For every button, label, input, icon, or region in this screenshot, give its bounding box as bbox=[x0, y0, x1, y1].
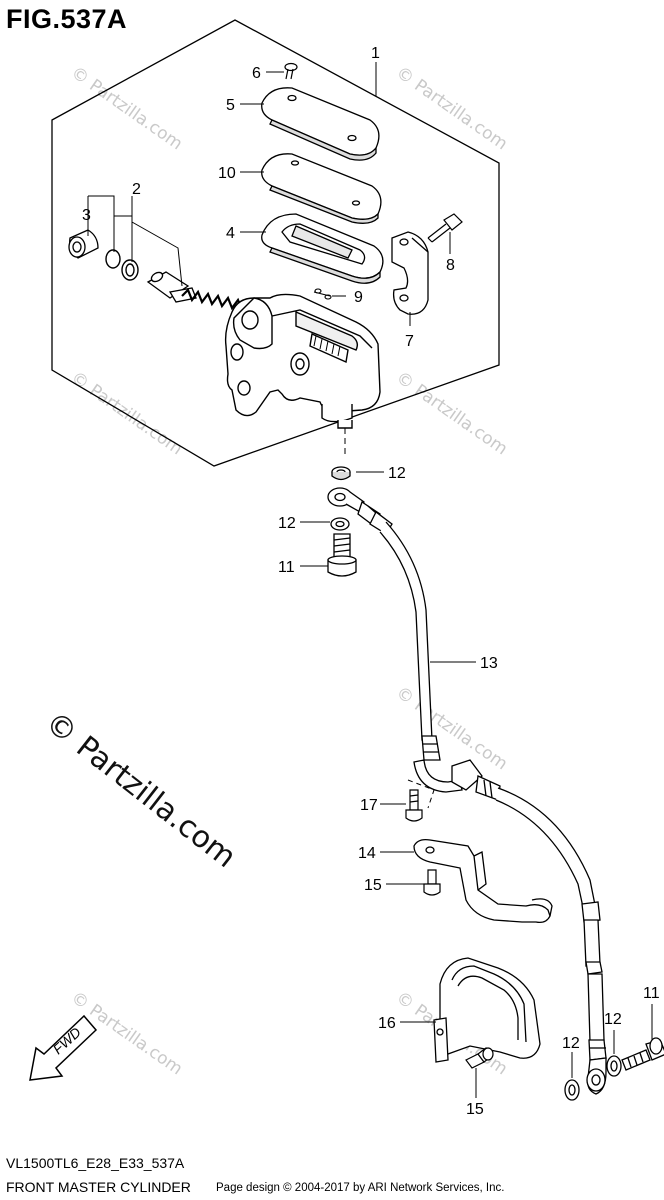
callout-14: 14 bbox=[358, 845, 376, 862]
piston-spring-part bbox=[146, 271, 244, 311]
diaphragm-plate-part bbox=[261, 153, 382, 224]
watermark-text: © Partzilla.com bbox=[392, 63, 511, 155]
watermark-text: © Partzilla.com bbox=[67, 63, 186, 155]
bracket-14-part bbox=[413, 838, 553, 924]
callout-labels: 1 2 3 4 5 6 7 8 9 10 11 11 12 12 12 12 1… bbox=[82, 45, 660, 1118]
reservoir-cap-part bbox=[261, 87, 380, 161]
dust-boot-part bbox=[68, 229, 99, 259]
assembly-outline bbox=[51, 19, 500, 467]
callout-15-lower: 15 bbox=[466, 1101, 484, 1118]
figure-title: FIG.537A bbox=[6, 4, 128, 34]
callout-12-lower-left: 12 bbox=[562, 1035, 580, 1052]
washer-12-lower-right-part bbox=[606, 1055, 622, 1077]
master-cylinder-body-part bbox=[224, 293, 381, 455]
callout-11-lower: 11 bbox=[643, 985, 660, 1002]
bolt-15-lower-part bbox=[465, 1047, 494, 1069]
leader-lines bbox=[87, 62, 653, 1098]
washer-12-lower-left-part bbox=[564, 1079, 580, 1101]
figure-description: FRONT MASTER CYLINDER bbox=[6, 1179, 191, 1195]
brake-hose-13-part bbox=[327, 487, 607, 1095]
watermark-text: © Partzilla.com bbox=[392, 683, 511, 775]
callout-2: 2 bbox=[132, 181, 141, 198]
callout-15-upper: 15 bbox=[364, 877, 382, 894]
banjo-bolt-11-upper-part bbox=[327, 533, 357, 577]
callout-12-lower-right: 12 bbox=[604, 1011, 622, 1028]
washer-12-mid-part bbox=[330, 517, 350, 531]
hose-guide-16-part bbox=[433, 957, 541, 1063]
callout-13: 13 bbox=[480, 655, 498, 672]
copyright-notice: Page design © 2004-2017 by ARI Network S… bbox=[216, 1182, 505, 1194]
callout-16: 16 bbox=[378, 1015, 396, 1032]
fwd-arrow-icon: FWD bbox=[29, 1014, 98, 1081]
callout-12-mid: 12 bbox=[278, 515, 296, 532]
clamp-bolt-part bbox=[427, 213, 463, 243]
callout-5: 5 bbox=[226, 97, 235, 114]
callout-9: 9 bbox=[354, 289, 363, 306]
callout-7: 7 bbox=[405, 333, 414, 350]
callout-4: 4 bbox=[226, 225, 235, 242]
leader-dashed bbox=[407, 779, 435, 809]
pin-part bbox=[313, 288, 332, 300]
callout-3: 3 bbox=[82, 207, 91, 224]
diaphragm-part bbox=[261, 213, 384, 284]
clamp-holder-part bbox=[391, 231, 429, 315]
callout-1: 1 bbox=[371, 45, 380, 62]
callout-12-top: 12 bbox=[388, 465, 406, 482]
washer-12-upper-part bbox=[331, 466, 351, 481]
callout-8: 8 bbox=[446, 257, 455, 274]
callout-11-upper: 11 bbox=[278, 559, 295, 576]
bolt-15-upper-part bbox=[423, 869, 441, 896]
callout-10: 10 bbox=[218, 165, 236, 182]
banjo-bolt-11-lower-part bbox=[621, 1037, 664, 1071]
bolt-17-part bbox=[405, 789, 423, 822]
callout-17: 17 bbox=[360, 797, 378, 814]
circlip-part bbox=[105, 249, 139, 281]
callout-6: 6 bbox=[252, 65, 261, 82]
screw-6-part bbox=[284, 62, 298, 80]
model-code: VL1500TL6_E28_E33_537A bbox=[6, 1155, 185, 1171]
